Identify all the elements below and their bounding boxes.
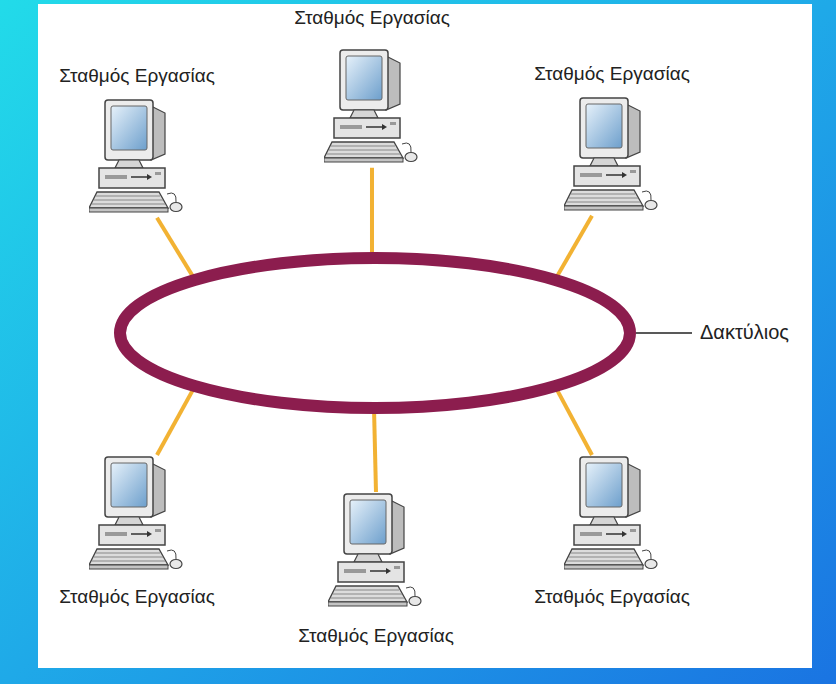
network-cable bbox=[555, 216, 592, 280]
station-label: Σταθμός Εργασίας bbox=[59, 64, 215, 88]
station-label: Σταθμός Εργασίας bbox=[59, 585, 215, 609]
network-cable bbox=[157, 386, 195, 455]
ring-ellipse bbox=[120, 258, 630, 408]
workstation: Σταθμός Εργασίας bbox=[534, 62, 690, 216]
workstation: Σταθμός Εργασίας bbox=[298, 492, 454, 648]
computer-icon bbox=[89, 98, 184, 218]
workstation: Σταθμός Εργασίας bbox=[59, 64, 215, 218]
network-cable bbox=[370, 168, 374, 258]
computer-icon bbox=[328, 492, 423, 612]
computer-icon bbox=[564, 96, 659, 216]
computer-icon bbox=[89, 455, 184, 575]
ring-network: Δακτύλιος bbox=[110, 250, 828, 416]
station-label: Σταθμός Εργασίας bbox=[298, 624, 454, 648]
ring-label: Δακτύλιος bbox=[698, 320, 791, 345]
workstation: Σταθμός Εργασίας bbox=[294, 6, 450, 168]
computer-icon bbox=[324, 48, 419, 168]
station-label: Σταθμός Εργασίας bbox=[294, 6, 450, 30]
workstation: Σταθμός Εργασίας bbox=[534, 455, 690, 609]
station-label: Σταθμός Εργασίας bbox=[534, 585, 690, 609]
station-label: Σταθμός Εργασίας bbox=[534, 62, 690, 86]
network-cable bbox=[555, 386, 592, 455]
leader-line bbox=[636, 332, 692, 334]
network-cable bbox=[157, 218, 195, 280]
computer-icon bbox=[564, 455, 659, 575]
network-cable bbox=[374, 408, 376, 492]
workstation: Σταθμός Εργασίας bbox=[59, 455, 215, 609]
